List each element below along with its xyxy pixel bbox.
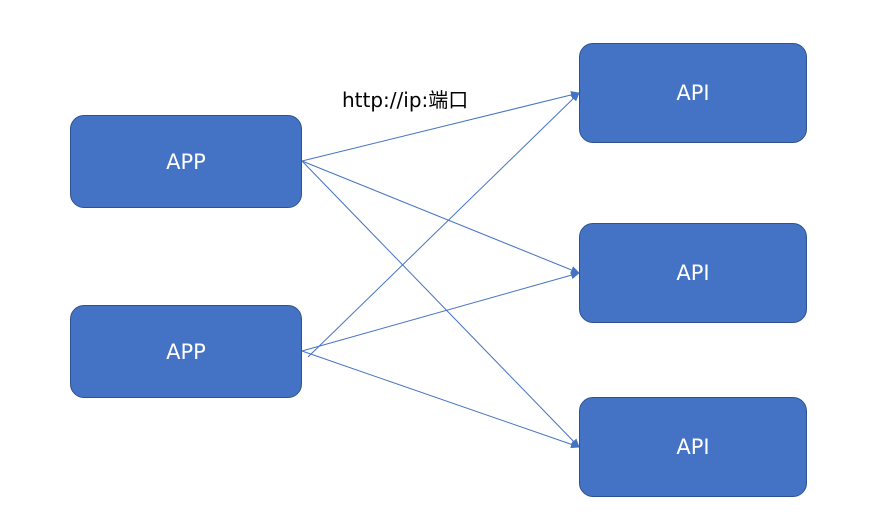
- edge-app2-api2: [301, 271, 580, 352]
- app-node-1-label: APP: [166, 149, 206, 174]
- protocol-label: http://ip:端口: [342, 88, 469, 112]
- edge-app2-api1: [307, 92, 580, 358]
- api-node-2-label: API: [676, 261, 710, 285]
- edge-app1-api3: [301, 160, 580, 448]
- edge-app1-api2: [301, 160, 580, 274]
- app-node-2-label: APP: [166, 339, 206, 364]
- api-node-1[interactable]: API: [579, 43, 807, 143]
- app-node-2[interactable]: APP: [70, 305, 302, 398]
- api-node-3-label: API: [676, 435, 710, 459]
- api-node-2[interactable]: API: [579, 223, 807, 323]
- api-node-3[interactable]: API: [579, 397, 807, 497]
- edge-app2-api3: [301, 350, 580, 449]
- api-node-1-label: API: [676, 81, 710, 105]
- app-node-1[interactable]: APP: [70, 115, 302, 208]
